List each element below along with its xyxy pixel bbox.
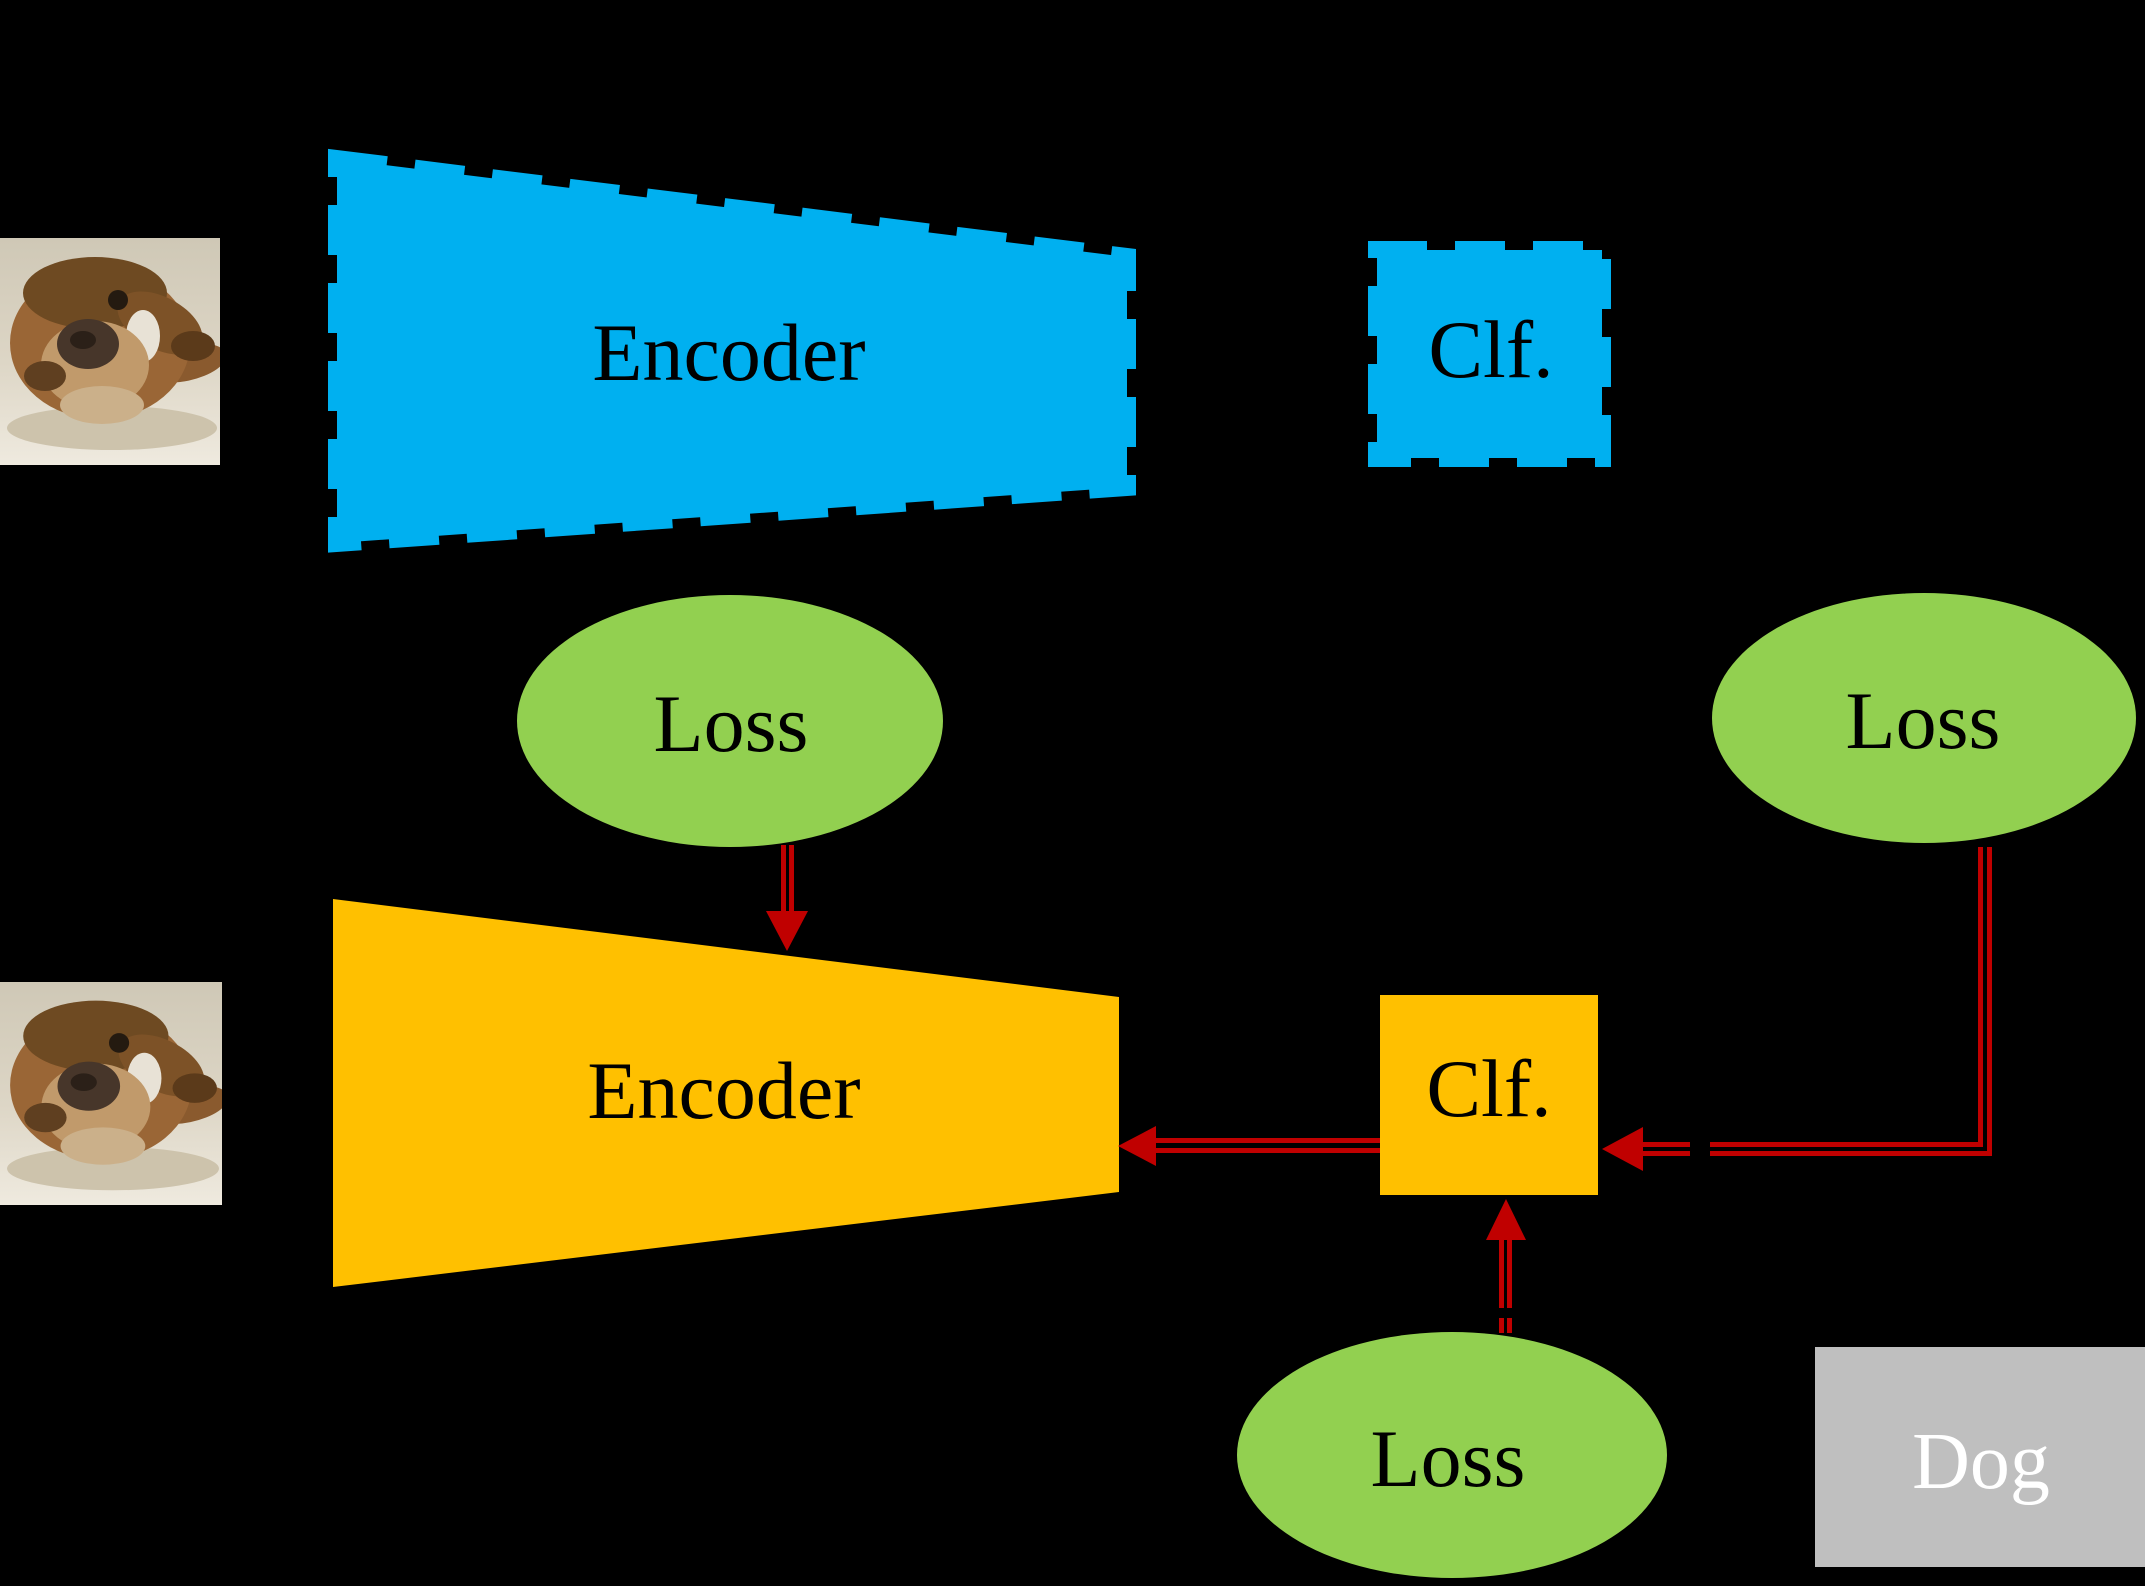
arrowhead-left-icon <box>1118 1126 1156 1166</box>
loss-bottom-label: Loss <box>1371 1413 1526 1504</box>
loss-bottom-to-clf-arrow <box>1486 1199 1526 1333</box>
arrowhead-down-icon <box>766 911 808 951</box>
clf-to-encoder-arrow <box>1118 1126 1380 1166</box>
loss-right-to-clf-arrow <box>1602 847 1992 1171</box>
arrowhead-left-icon <box>1602 1127 1643 1171</box>
loss-bottom-ellipse <box>1237 1332 1667 1578</box>
finetuned-encoder-label: Encoder <box>587 1045 860 1136</box>
pretrained-classifier-label: Clf. <box>1428 304 1553 395</box>
loss-right-ellipse <box>1712 593 2136 843</box>
loss-right-label: Loss <box>1846 675 2001 766</box>
pretrained-encoder-label: Encoder <box>592 307 865 398</box>
input-dog-image-top <box>0 238 220 465</box>
shaft-break-square <box>1690 1139 1710 1159</box>
loss-top-to-encoder-arrow <box>766 845 808 951</box>
loss-top-ellipse <box>517 595 943 847</box>
prediction-label: Dog <box>1912 1418 2050 1506</box>
finetuned-encoder-shape <box>333 899 1119 1287</box>
input-dog-image-bottom <box>0 982 222 1205</box>
pretrained-classifier-shape <box>1368 241 1611 467</box>
arrowhead-up-icon <box>1486 1199 1526 1240</box>
finetuned-classifier-label: Clf. <box>1426 1043 1551 1134</box>
finetuned-classifier-shape <box>1380 995 1598 1195</box>
prediction-box <box>1815 1347 2145 1567</box>
pretrained-encoder-shape <box>328 148 1136 553</box>
loss-top-label: Loss <box>654 678 809 769</box>
